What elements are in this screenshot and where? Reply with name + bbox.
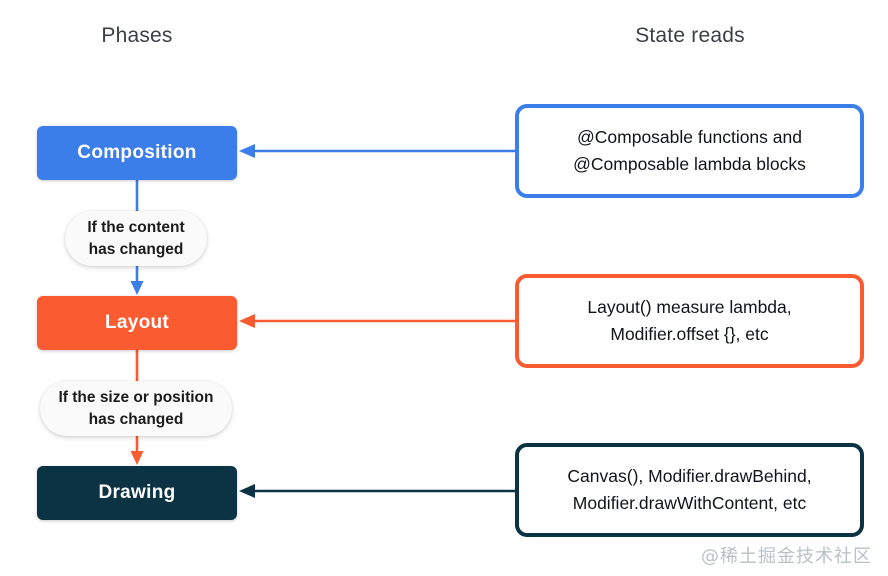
phase-label-composition: Composition xyxy=(77,142,197,163)
state-read-line-2: Modifier.drawWithContent, etc xyxy=(572,493,807,513)
state-read-box-layout[interactable]: Layout() measure lambda, Modifier.offset… xyxy=(515,274,864,368)
phase-label-drawing: Drawing xyxy=(98,482,176,503)
arrow-state-to-layout xyxy=(239,314,515,328)
phase-box-composition[interactable]: Composition xyxy=(37,126,237,180)
phase-box-layout[interactable]: Layout xyxy=(37,296,237,350)
condition-line-1: If the size or position xyxy=(58,389,214,407)
watermark-text: @稀土掘金技术社区 xyxy=(701,546,872,567)
arrow-state-to-composition xyxy=(239,144,515,158)
state-read-box-drawing[interactable]: Canvas(), Modifier.drawBehind, Modifier.… xyxy=(515,443,864,537)
state-read-box-composition[interactable]: @Composable functions and @Composable la… xyxy=(515,104,864,198)
condition-pill-size-position-changed: If the size or position has changed xyxy=(40,381,232,436)
column-heading-phases: Phases xyxy=(101,24,173,47)
condition-line-2: has changed xyxy=(88,410,184,428)
arrow-state-to-drawing xyxy=(239,484,515,498)
condition-line-1: If the content xyxy=(87,219,185,237)
condition-pill-content-changed: If the content has changed xyxy=(65,211,207,266)
state-read-line-1: Layout() measure lambda, xyxy=(587,297,792,318)
state-read-line-1: Canvas(), Modifier.drawBehind, xyxy=(567,466,812,487)
state-read-line-2: @Composable lambda blocks xyxy=(573,154,806,174)
phase-box-drawing[interactable]: Drawing xyxy=(37,466,237,520)
condition-line-2: has changed xyxy=(88,240,184,258)
column-heading-state-reads: State reads xyxy=(635,24,745,47)
phase-label-layout: Layout xyxy=(104,312,170,333)
state-read-line-1: @Composable functions and xyxy=(577,127,802,148)
state-read-line-2: Modifier.offset {}, etc xyxy=(610,324,769,344)
